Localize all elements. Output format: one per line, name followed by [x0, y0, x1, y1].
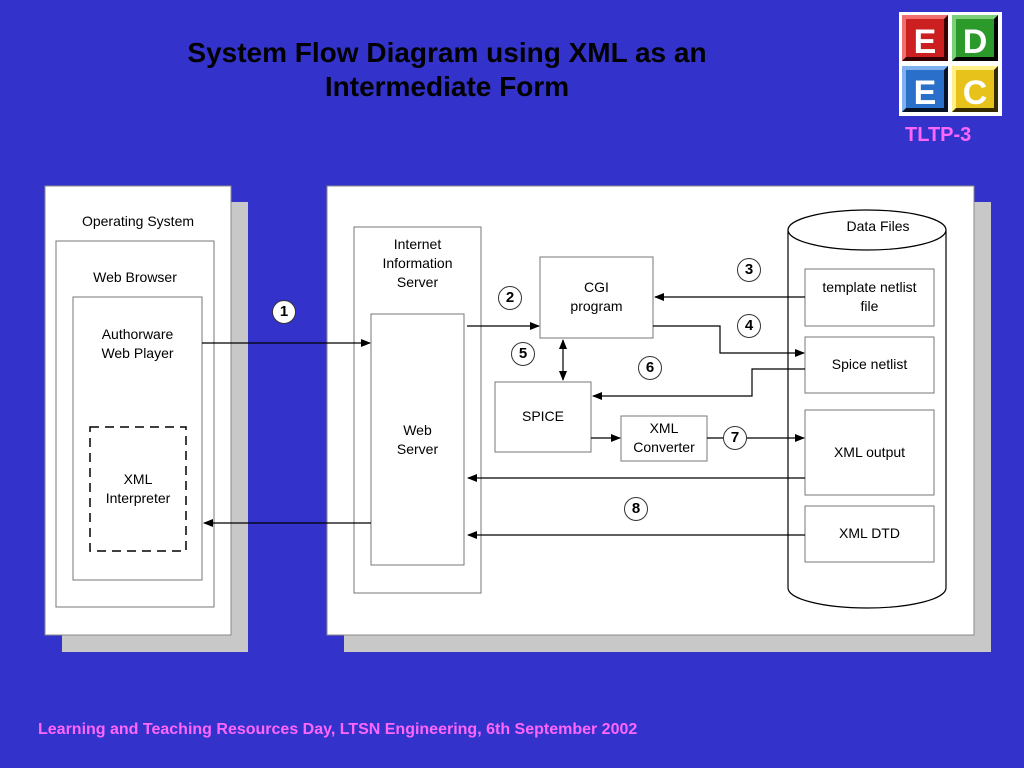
logo-tile-c: C: [952, 66, 998, 112]
xml-output-box: [804, 409, 935, 496]
cgi-program-label: CGI program: [570, 279, 623, 314]
cgi-program-box: [539, 256, 654, 339]
arrow-netlist-to-spice: [592, 368, 805, 400]
spice-box: [494, 381, 592, 453]
xml-interpreter-box: [89, 426, 187, 552]
web-server-box: [370, 313, 465, 566]
tltp-tag: TLTP-3: [905, 124, 972, 146]
xml-converter-label: XML Converter: [633, 420, 695, 455]
logo-tile-e: E: [902, 15, 948, 61]
logo-tile-d: D: [952, 15, 998, 61]
step-2-badge: 2: [498, 286, 522, 310]
step-7-badge: 7: [723, 426, 747, 450]
spice-label: SPICE: [521, 408, 564, 424]
step-5-badge: 5: [511, 342, 535, 366]
spice-netlist-label: Spice netlist: [831, 356, 908, 372]
step-1-badge: 1: [272, 300, 296, 324]
web-browser-label: Web Browser: [93, 269, 177, 285]
step-6-badge: 6: [638, 356, 662, 380]
step-3-badge: 3: [737, 258, 761, 282]
step-4-badge: 4: [737, 314, 761, 338]
template-netlist-label: template netlist file: [822, 279, 917, 314]
slide-footer: Learning and Teaching Resources Day, LTS…: [38, 721, 638, 738]
arrow-cgi-to-netlist: [653, 325, 805, 357]
edec-logo: E D E C: [899, 12, 1002, 116]
xml-dtd-label: XML DTD: [839, 525, 900, 541]
xml-dtd-box: [804, 505, 935, 563]
logo-tile-e2: E: [902, 66, 948, 112]
spice-netlist-box: [804, 336, 935, 394]
step-8-badge: 8: [624, 497, 648, 521]
iis-label: Internet Information Server: [382, 236, 453, 290]
xml-output-label: XML output: [833, 444, 906, 460]
web-server-label: Web Server: [396, 422, 439, 457]
xml-interpreter-label: XML Interpreter: [105, 471, 171, 506]
xml-converter-box: [620, 415, 708, 462]
data-files-label: Data Files: [846, 218, 910, 234]
template-netlist-box: [804, 268, 935, 327]
authorware-player-label: Authorware Web Player: [101, 326, 174, 361]
slide-title: System Flow Diagram using XML as an Inte…: [187, 37, 707, 102]
operating-system-label: Operating System: [81, 213, 195, 229]
data-files-cylinder-top: [787, 209, 947, 251]
